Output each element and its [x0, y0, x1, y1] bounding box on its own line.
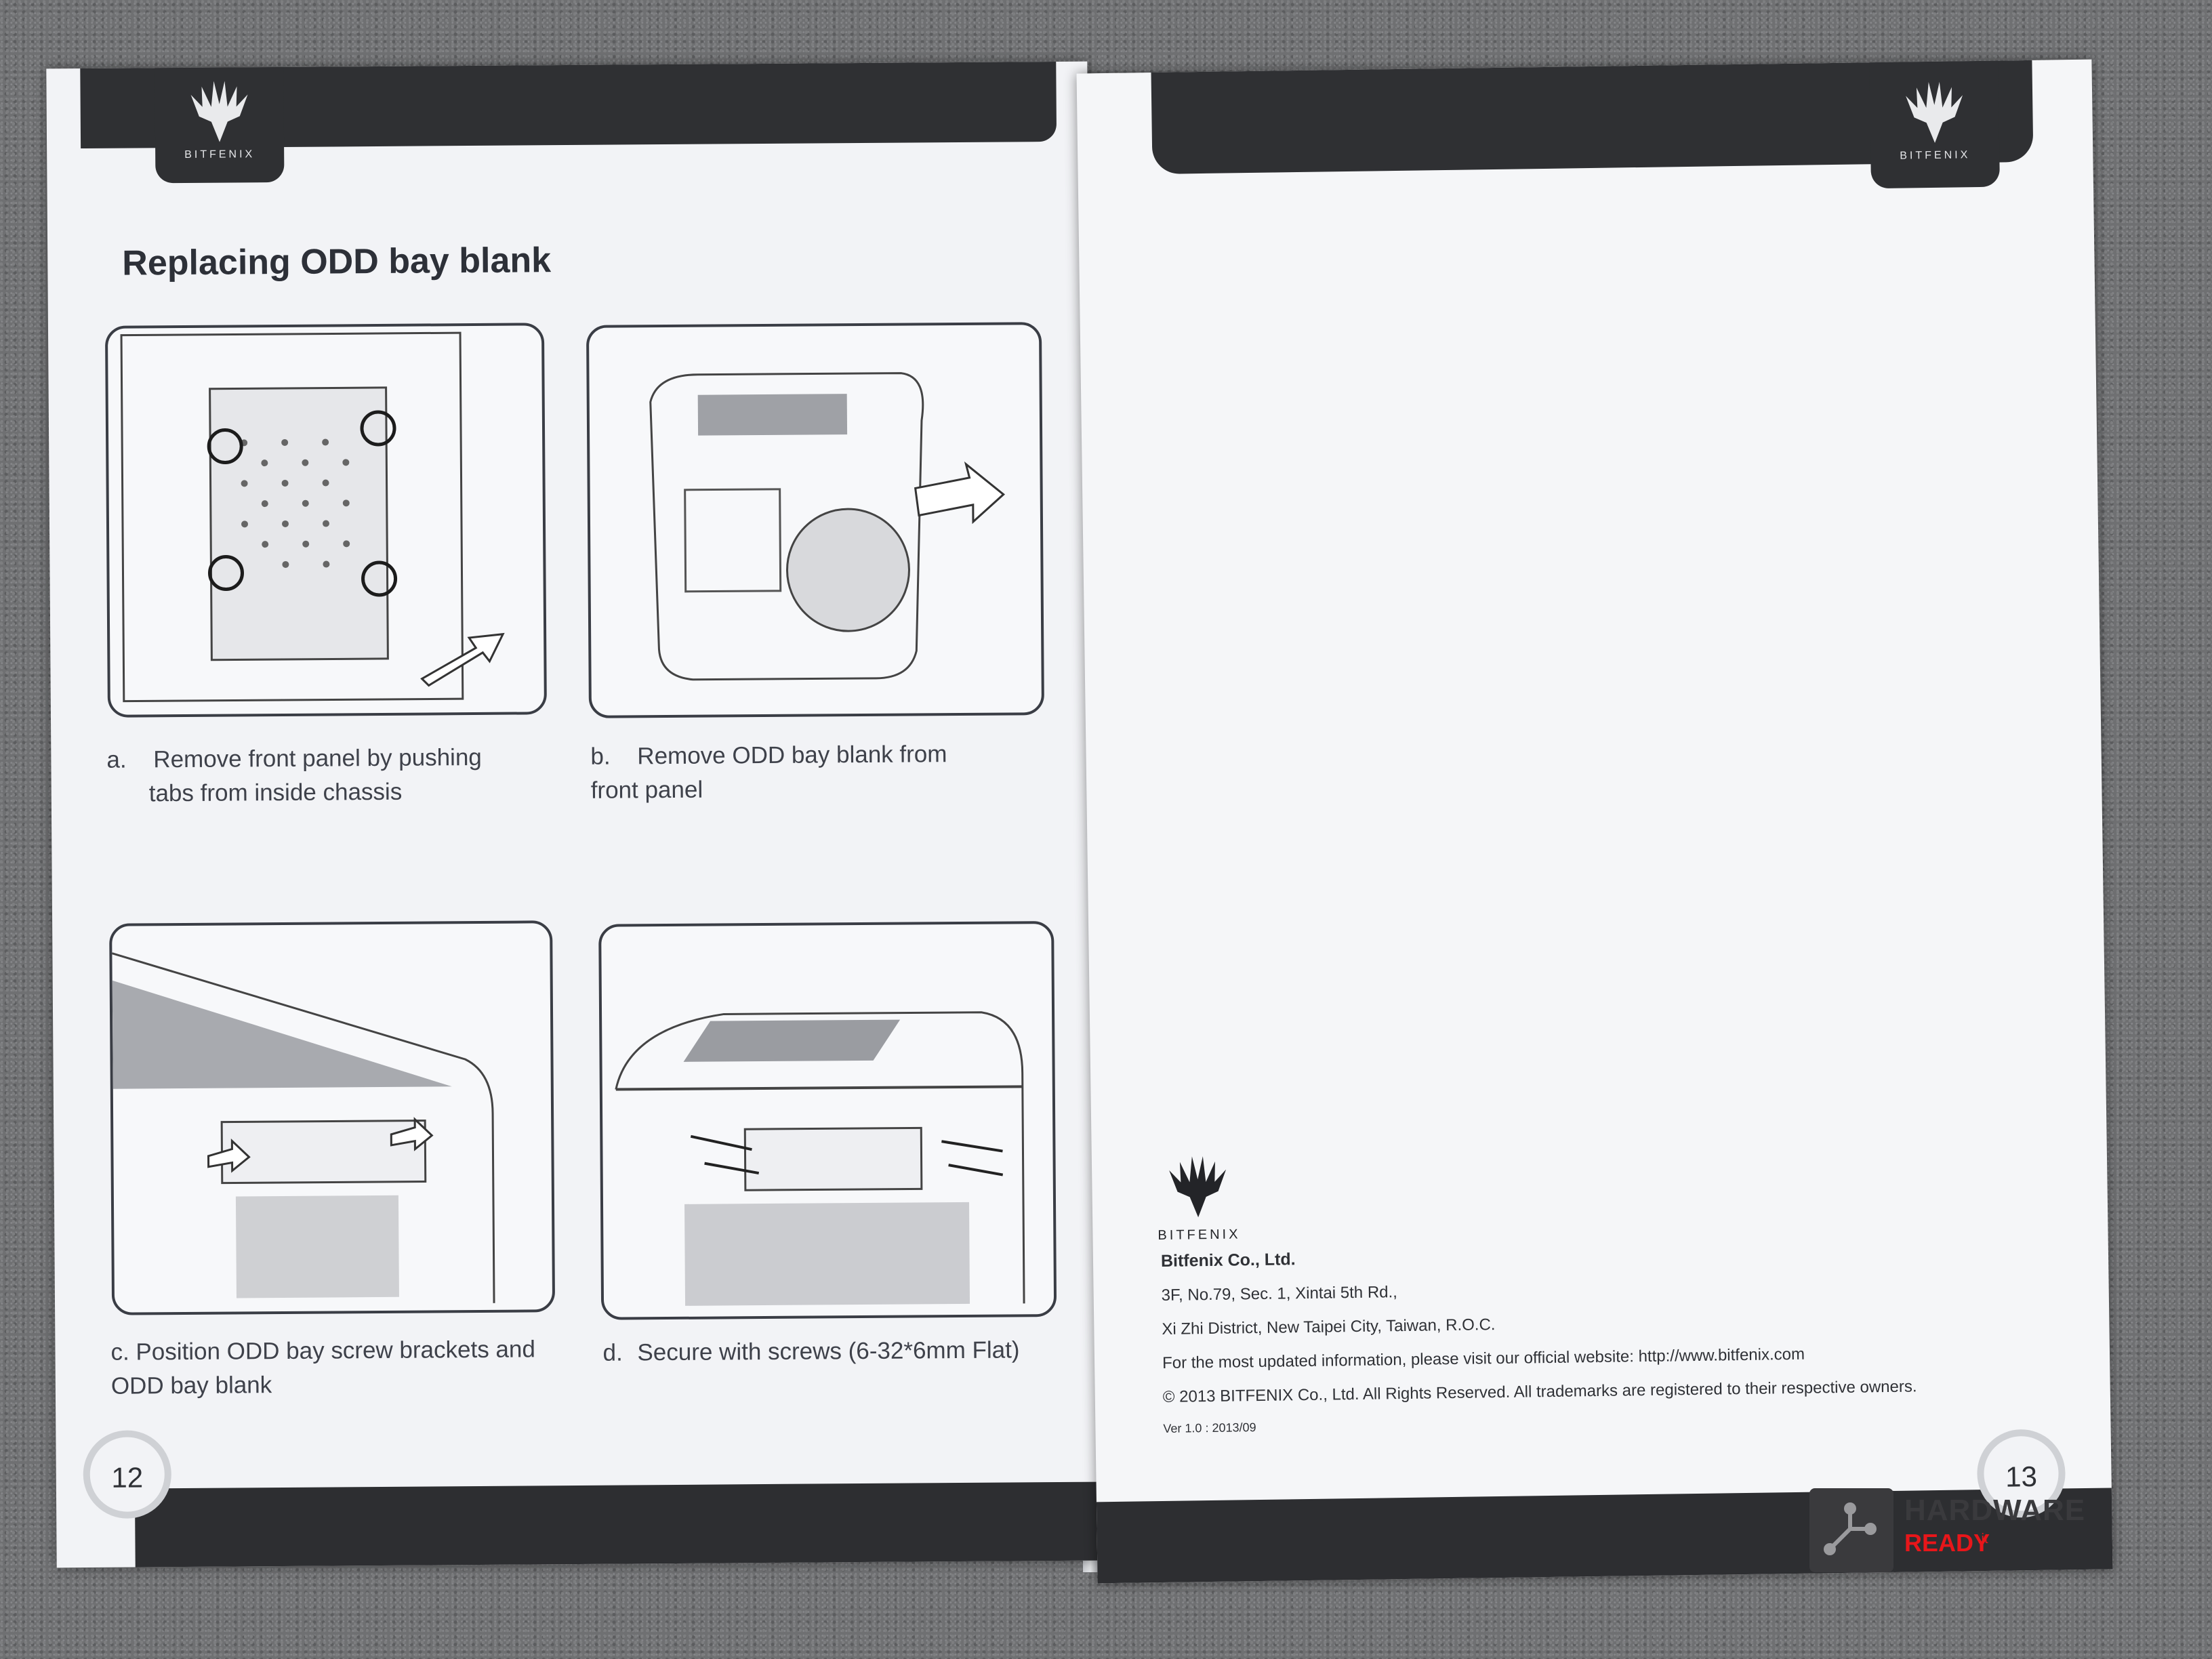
illustration-panel-a [104, 323, 547, 718]
footer-band [134, 1481, 1098, 1568]
hardware-ready-watermark: HARDWARE READY .it [1809, 1488, 2128, 1576]
phoenix-icon [1906, 81, 1963, 143]
page-number-badge: 12 [83, 1430, 172, 1519]
step-b-caption: b. Remove ODD bay blank from front panel [590, 737, 947, 808]
circuit-logo-icon [1809, 1488, 1893, 1572]
website-line: For the most updated information, please… [1162, 1345, 1805, 1372]
chassis-front-panel-illustration [120, 331, 505, 703]
step-letter: a. [106, 746, 127, 773]
bitfenix-logo: BITFENIX [168, 74, 270, 176]
tab-marker-circle [361, 560, 398, 597]
step-text: front panel [590, 776, 703, 804]
phoenix-icon [190, 81, 248, 142]
arrow-icon [207, 1139, 251, 1173]
tab-marker-circle [360, 410, 396, 447]
illustration-panel-d [598, 921, 1057, 1320]
left-page: BITFENIX Replacing ODD bay blank [46, 61, 1098, 1568]
step-a-caption: a. Remove front panel by pushing tabs fr… [106, 741, 482, 811]
step-text: tabs from inside chassis [148, 778, 403, 807]
step-letter: b. [590, 743, 611, 770]
logo-wordmark: BITFENIX [1900, 149, 1971, 162]
illustration-panel-c [109, 920, 556, 1315]
screw-securing-illustration [615, 1011, 1025, 1306]
watermark-suffix: .it [1978, 1532, 1988, 1547]
address-line: Xi Zhi District, New Taipei City, Taiwan… [1162, 1315, 1496, 1338]
watermark-text: HARDWARE [1904, 1494, 2086, 1527]
step-d-caption: d. Secure with screws (6-32*6mm Flat) [602, 1333, 1019, 1370]
step-text: ODD bay blank [110, 1372, 272, 1399]
logo-wordmark: BITFENIX [184, 148, 255, 161]
illustration-panel-b [586, 322, 1044, 718]
watermark-text: READY [1904, 1529, 1990, 1557]
version-line: Ver 1.0 : 2013/09 [1163, 1420, 1256, 1435]
right-page: BITFENIX BITFENIX Bitfenix Co., Ltd. 3F,… [1076, 59, 2113, 1584]
tab-marker-circle [207, 428, 243, 465]
bracket-position-illustration [111, 952, 495, 1303]
company-info: Bitfenix Co., Ltd. 3F, No.79, Sec. 1, Xi… [1161, 1241, 1918, 1451]
step-text: Secure with screws (6-32*6mm Flat) [637, 1336, 1020, 1366]
phoenix-icon [1169, 1156, 1227, 1218]
arrow-icon [914, 461, 1006, 525]
company-name: Bitfenix Co., Ltd. [1160, 1250, 1296, 1271]
company-wordmark: BITFENIX [1158, 1227, 1241, 1244]
odd-bay-removal-illustration [649, 372, 1006, 681]
company-logo: BITFENIX [1157, 1149, 1253, 1244]
step-text: c. Position ODD bay screw brackets and [110, 1336, 536, 1366]
bitfenix-logo: BITFENIX [1883, 75, 1986, 178]
step-c-caption: c. Position ODD bay screw brackets and O… [110, 1332, 535, 1403]
page-number: 12 [111, 1461, 144, 1494]
arrow-icon [420, 632, 505, 687]
step-text: Remove front panel by pushing [153, 743, 482, 773]
copyright-line: © 2013 BITFENIX Co., Ltd. All Rights Res… [1162, 1377, 1917, 1406]
step-letter: d. [602, 1339, 623, 1366]
page-title: Replacing ODD bay blank [122, 241, 552, 283]
tab-marker-circle [207, 555, 244, 592]
step-text: Remove ODD bay blank from [637, 741, 947, 770]
address-line: 3F, No.79, Sec. 1, Xintai 5th Rd., [1161, 1283, 1398, 1305]
arrow-icon [390, 1117, 434, 1151]
